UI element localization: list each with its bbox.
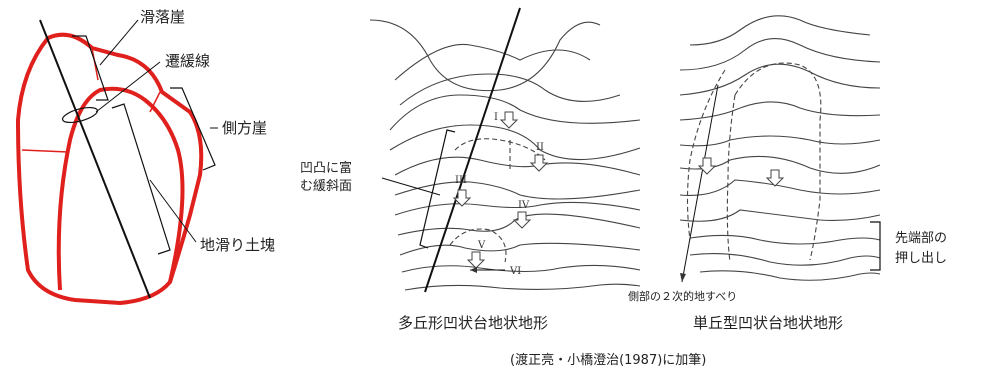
roman-V: V <box>477 240 486 251</box>
contour-7 <box>394 181 641 200</box>
arrow-VI-head <box>470 267 477 273</box>
bracket-uneven-slope <box>419 129 456 249</box>
roman-VI: VI <box>509 266 521 277</box>
contour-10 <box>399 242 641 256</box>
contour-12 <box>404 283 641 291</box>
middle-section-line <box>424 7 521 293</box>
bracket-toe <box>870 221 881 271</box>
bracket-scarp <box>72 35 109 101</box>
r-contour-2 <box>679 38 881 71</box>
arrow-III <box>452 189 472 207</box>
bracket-block <box>111 103 171 255</box>
r-contour-10 <box>689 252 881 266</box>
arrow-II <box>529 154 549 172</box>
label-toe-push-1: 先端部の <box>895 231 947 246</box>
label-landslide-block: 地滑り土塊 <box>200 236 275 254</box>
r-contour-1 <box>689 15 871 46</box>
dashed-boundary-1 <box>454 138 546 161</box>
red-inner-line-2 <box>149 91 161 113</box>
label-secondary-slide: 側部の２次的地すべり <box>628 289 737 303</box>
label-side-scarp: 側方崖 <box>222 119 267 137</box>
r-contour-4 <box>679 101 881 121</box>
contour-8 <box>394 201 641 216</box>
r-arrow-1 <box>697 157 717 175</box>
r-dashed-secondary <box>686 69 726 241</box>
bracket-side-scarp <box>170 87 216 171</box>
contour-1 <box>369 19 601 92</box>
r-secondary-arrow-head <box>680 273 686 282</box>
leader-scarp <box>99 19 139 66</box>
right-contour-map: 先端部の 押し出し 側部の２次的地すべり 単丘型凹状台地状地形 <box>628 15 947 332</box>
contour-4 <box>389 94 641 131</box>
roman-II: II <box>536 142 544 153</box>
r-contour-7 <box>679 179 881 196</box>
red-inner-line-3 <box>21 149 69 153</box>
r-contour-11 <box>699 270 881 281</box>
r-arrow-2 <box>765 169 785 187</box>
r-contour-8 <box>679 209 881 222</box>
caption-single-hill: 単丘型凹状台地状地形 <box>693 314 843 332</box>
r-contour-3 <box>679 63 881 96</box>
r-secondary-arrow <box>681 84 719 283</box>
credit-text: (渡正亮・小橋澄治(1987)に加筆) <box>510 352 706 368</box>
section-line <box>39 19 151 299</box>
contour-9 <box>397 213 641 236</box>
contour-6 <box>394 156 641 176</box>
landslide-block-head <box>56 86 185 291</box>
roman-I: I <box>494 112 498 123</box>
arrow-V <box>466 251 486 269</box>
contour-11 <box>401 264 641 273</box>
label-scarp: 滑落崖 <box>140 8 185 26</box>
arrow-I <box>499 111 519 129</box>
landslide-outline <box>15 32 204 306</box>
label-transition-line: 遷緩線 <box>165 52 210 70</box>
r-contour-9 <box>689 234 881 245</box>
left-landslide-sketch: 滑落崖 遷緩線 側方崖 地滑り土塊 <box>15 8 275 306</box>
roman-III: III <box>455 175 467 186</box>
contour-3 <box>399 73 621 106</box>
label-uneven-slope-2: む緩斜面 <box>300 179 352 194</box>
r-dashed-body <box>726 62 822 263</box>
contour-2 <box>394 43 591 81</box>
roman-IV: IV <box>518 200 530 211</box>
r-contour-5 <box>679 135 881 147</box>
leader-uneven-slope <box>381 177 441 196</box>
caption-multi-hill: 多丘形凹状台地状地形 <box>398 314 548 332</box>
leader-block <box>149 179 197 243</box>
arrow-IV <box>512 211 532 229</box>
middle-contour-map: I II III IV V VI 凹凸に富 む緩斜面 多丘形凹状台地状地形 <box>300 7 641 332</box>
contour-5 <box>389 124 641 161</box>
label-uneven-slope-1: 凹凸に富 <box>300 160 352 176</box>
label-toe-push-2: 押し出し <box>895 251 947 266</box>
leader-transition <box>95 61 161 113</box>
